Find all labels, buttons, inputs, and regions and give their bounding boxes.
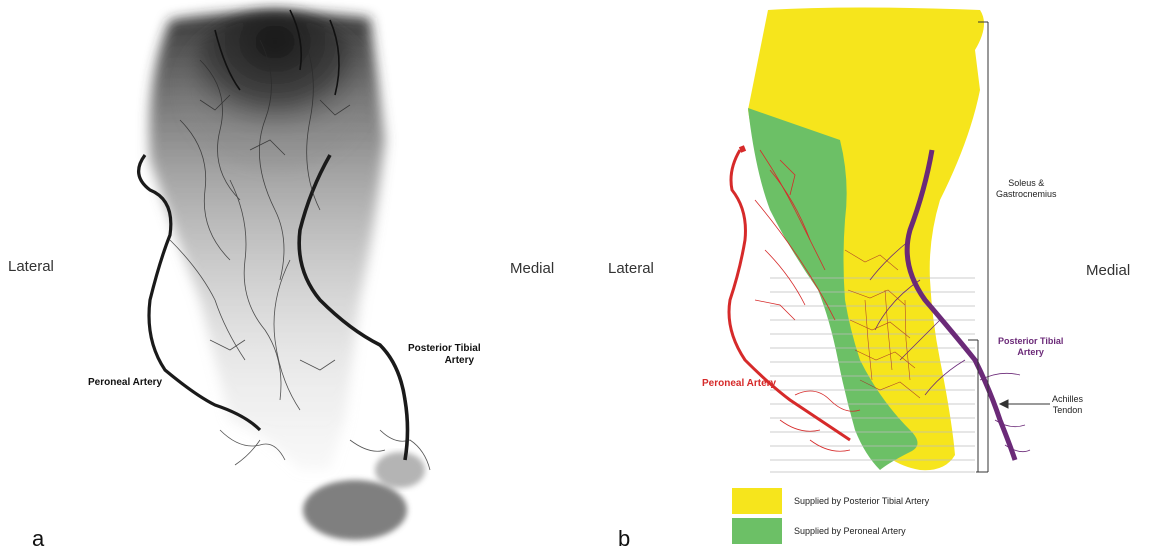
posterior-tibial-artery-label: Posterior Tibial Artery	[408, 343, 481, 367]
tendon-bracket	[968, 340, 1050, 472]
posterior-tibial-b-line1: Posterior Tibial	[998, 336, 1063, 347]
medial-label: Medial	[510, 260, 554, 277]
soleus-label-line2: Gastrocnemius	[996, 189, 1057, 200]
soleus-label-line1: Soleus &	[996, 178, 1057, 189]
peroneal-artery-label: Peroneal Artery	[88, 377, 162, 389]
soleus-gastrocnemius-label: Soleus & Gastrocnemius	[996, 178, 1057, 200]
ankle-blob	[375, 452, 425, 488]
peroneal-artery-label-b: Peroneal Artery	[702, 378, 776, 389]
posterior-tibial-label-line2: Artery	[408, 355, 481, 367]
panel-b-diagram: Lateral Medial Soleus & Gastrocnemius Po…	[580, 0, 1159, 553]
posterior-tibial-label-b: Posterior Tibial Artery	[998, 336, 1063, 358]
achilles-label-line1: Achilles	[1052, 394, 1083, 405]
panel-letter-b: b	[618, 526, 630, 552]
upper-dense-region	[180, 10, 370, 170]
legend-swatch-green	[732, 518, 782, 544]
legend-item-posterior-tibial: Supplied by Posterior Tibial Artery	[732, 488, 929, 514]
achilles-label-line2: Tendon	[1052, 405, 1083, 416]
vascular-territory-diagram	[580, 0, 1159, 553]
achilles-tendon-label: Achilles Tendon	[1052, 394, 1083, 416]
angiogram-image	[0, 0, 580, 553]
posterior-tibial-label-line1: Posterior Tibial	[408, 343, 481, 355]
panel-a-angiogram: Lateral Medial Peroneal Artery Posterior…	[0, 0, 580, 553]
medial-label-b: Medial	[1086, 262, 1130, 279]
panel-letter-a: a	[32, 526, 44, 552]
legend-label-peroneal: Supplied by Peroneal Artery	[794, 526, 906, 536]
legend-item-peroneal: Supplied by Peroneal Artery	[732, 518, 906, 544]
lateral-label: Lateral	[8, 258, 54, 275]
legend-label-posterior-tibial: Supplied by Posterior Tibial Artery	[794, 496, 929, 506]
lateral-label-b: Lateral	[608, 260, 654, 277]
peroneal-artery-origin	[740, 148, 745, 150]
legend-swatch-yellow	[732, 488, 782, 514]
posterior-tibial-b-line2: Artery	[998, 347, 1063, 358]
heel-blob	[303, 480, 407, 540]
